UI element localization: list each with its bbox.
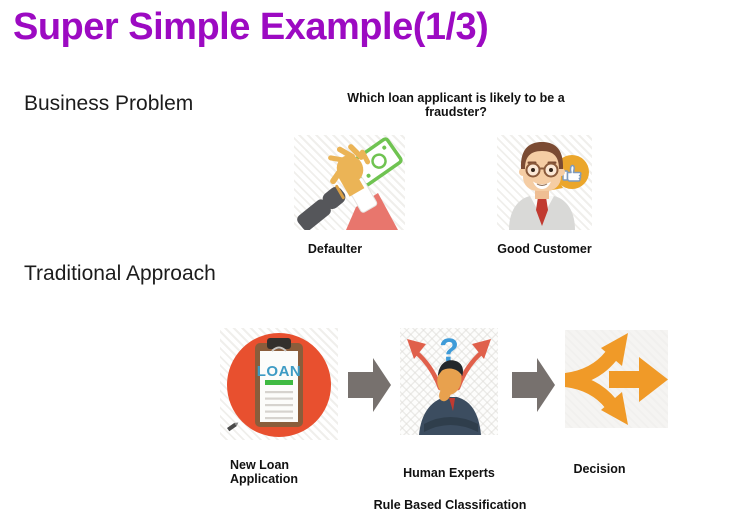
traditional-approach-label: Traditional Approach [24, 262, 216, 285]
good-customer-image [497, 135, 592, 230]
human-experts-label: Human Experts [403, 466, 495, 480]
defaulter-image [294, 135, 405, 230]
rule-based-classification-caption: Rule Based Classification [373, 498, 527, 512]
svg-text:?: ? [439, 332, 459, 368]
decision-image [565, 330, 668, 428]
svg-text:LOAN: LOAN [257, 363, 302, 380]
branching-arrows-icon [565, 333, 668, 425]
good-customer-label: Good Customer [497, 242, 592, 256]
business-problem-label: Business Problem [24, 92, 194, 115]
business-question: Which loan applicant is likely to be a f… [347, 91, 565, 119]
right-block-arrow-icon [348, 357, 392, 413]
hand-grabbing-money-icon [297, 137, 403, 230]
decision-label: Decision [573, 462, 626, 476]
defaulter-label: Defaulter [307, 242, 363, 256]
man-thumbs-up-icon [509, 142, 589, 230]
slide-title: Super Simple Example(1/3) [13, 6, 489, 48]
new-loan-application-image: LOAN [220, 328, 338, 440]
human-experts-image: ? [400, 328, 498, 435]
thinking-expert-icon: ? [407, 332, 491, 435]
new-loan-application-label: New Loan Application [230, 458, 299, 486]
right-block-arrow-icon [512, 357, 556, 413]
pencil-icon [227, 422, 239, 432]
loan-clipboard-icon: LOAN [227, 333, 331, 437]
